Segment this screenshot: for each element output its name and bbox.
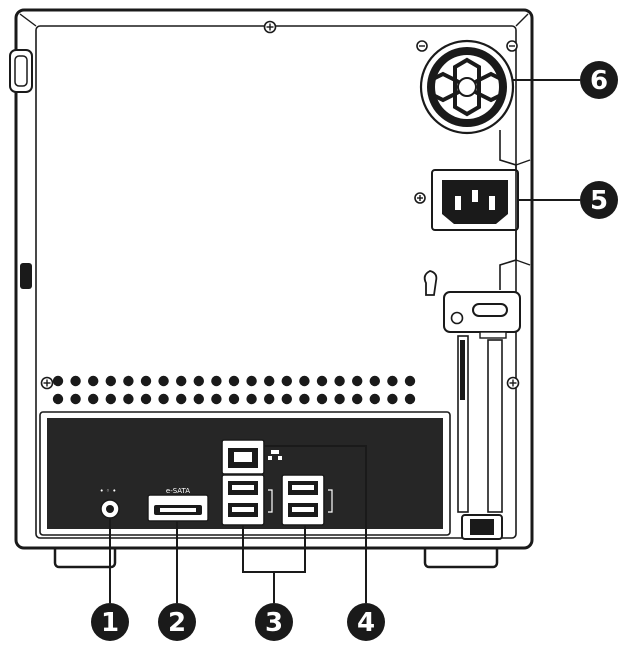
- vent-hole: [264, 375, 275, 387]
- vent-hole: [193, 375, 204, 387]
- screw-icon: [506, 40, 518, 52]
- vent-hole: [369, 375, 380, 387]
- vent-hole: [281, 393, 292, 405]
- vent-hole: [140, 393, 152, 405]
- vent-hole: [299, 393, 310, 405]
- svg-text:• ◦ •: • ◦ •: [100, 487, 117, 495]
- screw-icon: [40, 376, 54, 390]
- side-clip-top: [9, 49, 33, 93]
- vent-hole: [281, 375, 292, 387]
- callout-6: 6: [580, 61, 618, 99]
- vent-hole: [211, 393, 222, 405]
- vent-hole: [176, 393, 187, 405]
- callout-3-label: 3: [265, 608, 283, 638]
- vent-hole: [123, 375, 134, 387]
- vent-hole: [193, 393, 204, 405]
- vent-hole: [404, 393, 416, 405]
- callout-5: 5: [580, 181, 618, 219]
- vent-hole: [404, 375, 416, 387]
- callout-1: 1: [91, 603, 129, 641]
- usb-port-icon: [281, 474, 333, 526]
- usb-port-icon: [221, 474, 273, 526]
- vent-hole: [158, 375, 169, 387]
- vent-hole: [352, 393, 363, 405]
- vent-hole: [88, 393, 99, 405]
- callout-3: 3: [255, 603, 293, 641]
- screw-icon: [263, 20, 277, 34]
- vent-hole: [352, 375, 363, 387]
- vent-hole: [140, 375, 152, 387]
- vent-hole: [70, 393, 81, 405]
- vent-hole: [211, 375, 222, 387]
- vent-hole: [52, 393, 64, 405]
- vent-hole: [228, 393, 240, 405]
- vent-hole: [264, 393, 275, 405]
- callout-1-label: 1: [101, 608, 119, 638]
- vent-holes: [52, 375, 416, 405]
- screw-icon: [506, 376, 520, 390]
- vent-hole: [105, 375, 117, 387]
- vent-hole: [369, 393, 380, 405]
- callout-4-label: 4: [357, 608, 375, 638]
- power-socket-icon: [431, 169, 519, 231]
- vent-hole: [105, 393, 117, 405]
- vent-hole: [52, 375, 64, 387]
- fan-icon: [419, 39, 515, 135]
- vent-hole: [246, 375, 257, 387]
- callout-6-label: 6: [590, 66, 608, 96]
- vent-hole: [334, 393, 345, 405]
- vent-hole: [246, 393, 257, 405]
- callout-4: 4: [347, 603, 385, 641]
- expansion-slot: [457, 335, 503, 540]
- esata-port-icon: e-SATA: [147, 487, 209, 522]
- vent-hole: [387, 393, 398, 405]
- vent-hole: [176, 375, 187, 387]
- leader-lines: [109, 79, 580, 603]
- lock-slot-icon: [423, 270, 521, 339]
- vent-hole: [123, 393, 134, 405]
- side-rail: [499, 130, 531, 290]
- vent-hole: [299, 375, 310, 387]
- callout-2: 2: [158, 603, 196, 641]
- screw-icon: [414, 192, 426, 204]
- vent-hole: [70, 375, 81, 387]
- screws: [40, 20, 520, 390]
- lan-port-icon: [221, 439, 282, 475]
- callout-2-label: 2: [168, 608, 186, 638]
- vent-hole: [158, 393, 169, 405]
- vent-hole: [387, 375, 398, 387]
- vent-hole: [316, 393, 328, 405]
- callout-5-label: 5: [590, 186, 608, 216]
- esata-label: e-SATA: [166, 487, 190, 495]
- vent-hole: [334, 375, 345, 387]
- vent-hole: [88, 375, 99, 387]
- callout-badges: 1 2 3 4 5 6: [91, 61, 618, 641]
- screw-icon: [416, 40, 428, 52]
- leader-line-4: [264, 445, 367, 603]
- vent-hole: [316, 375, 328, 387]
- side-clip-middle: [20, 263, 32, 289]
- vent-hole: [228, 375, 240, 387]
